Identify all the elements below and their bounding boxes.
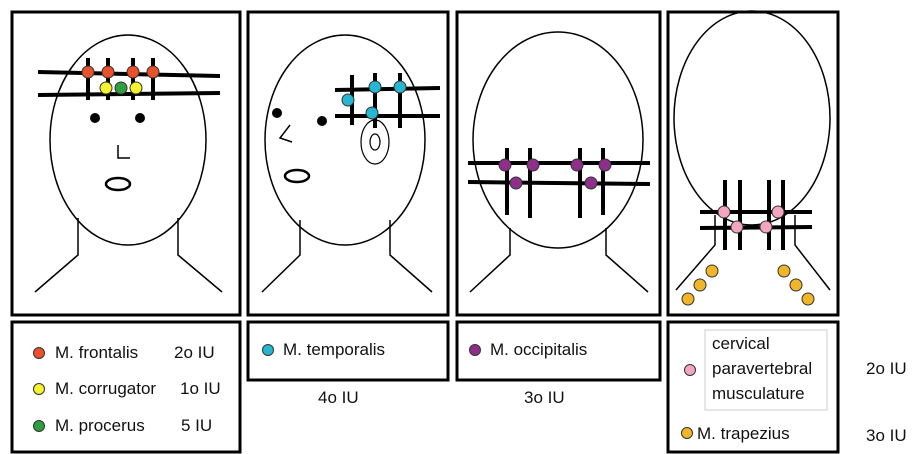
trapezius-site-dot — [778, 265, 790, 277]
head-outline — [674, 11, 830, 225]
temporalis-legend-dot — [262, 344, 274, 356]
occipitalis-legend-dot — [469, 344, 481, 356]
corrugator-dose: 1o IU — [180, 379, 221, 399]
occipitalis-site-dot — [499, 159, 511, 171]
neck-right — [178, 218, 222, 292]
cervical-site-dot — [772, 206, 784, 218]
trapezius-legend-dot — [681, 427, 693, 439]
injection-line — [700, 227, 812, 228]
panel-back-head — [457, 12, 660, 315]
cervical-dose: 2o IU — [866, 359, 907, 379]
occipitalis-site-dot — [510, 177, 522, 189]
neck-left — [262, 220, 300, 292]
frontalis-site-dot — [102, 66, 114, 78]
panel-frame — [12, 12, 240, 315]
eye-left — [90, 113, 100, 123]
procerus-label: M. procerus — [55, 416, 145, 436]
occipitalis-site-dot — [527, 159, 539, 171]
occipitalis-dose: 3o IU — [524, 388, 565, 408]
cervical-label-line1: cervical — [712, 334, 770, 354]
occipitalis-site-dot — [571, 159, 583, 171]
corrugator-label: M. corrugator — [55, 379, 156, 399]
frontalis-site-dot — [127, 66, 139, 78]
injection-line — [38, 93, 220, 95]
occipitalis-site-dot — [599, 159, 611, 171]
corrugator-site-dot — [100, 82, 112, 94]
temporalis-site-dot — [394, 81, 406, 93]
head-outline — [473, 32, 643, 248]
temporalis-site-dot — [342, 94, 354, 106]
trapezius-site-dot — [694, 279, 706, 291]
frontalis-site-dot — [82, 66, 94, 78]
neck-right — [606, 228, 648, 292]
head-outline — [50, 35, 206, 245]
cervical-site-dot — [731, 221, 743, 233]
frontalis-site-dot — [147, 66, 159, 78]
panel-back-neck — [668, 11, 838, 315]
eye — [317, 116, 327, 126]
trapezius-label: M. trapezius — [697, 424, 790, 444]
panel-side-face — [248, 12, 448, 315]
cervical-legend-dot — [684, 364, 696, 376]
trapezius-site-dot — [706, 265, 718, 277]
corrugator-legend-dot — [33, 383, 45, 395]
neck-left — [470, 228, 510, 292]
frontalis-legend-dot — [33, 347, 45, 359]
frontalis-label: M. frontalis — [55, 343, 138, 363]
head-outline — [265, 35, 425, 245]
eye-right — [135, 113, 145, 123]
cervical-site-dot — [718, 206, 730, 218]
frontalis-dose: 2o IU — [174, 343, 215, 363]
nose — [280, 125, 292, 142]
trapezius-site-dot — [790, 279, 802, 291]
panel-front-face — [12, 12, 240, 315]
procerus-site-dot — [115, 82, 127, 94]
corrugator-site-dot — [130, 82, 142, 94]
panel-frame — [248, 12, 448, 315]
neck-left — [35, 218, 78, 292]
temporalis-site-dot — [369, 81, 381, 93]
cervical-label-line3: musculature — [712, 384, 805, 404]
cervical-site-dot — [760, 221, 772, 233]
injection-line — [468, 182, 650, 184]
mouth — [285, 170, 309, 182]
temporalis-label: M. temporalis — [283, 340, 385, 360]
ear-inner — [370, 134, 380, 150]
mouth — [106, 178, 130, 190]
temporalis-dose: 4o IU — [318, 388, 359, 408]
nose — [118, 145, 130, 158]
cervical-label-line2: paravertebral — [712, 359, 812, 379]
neck-right — [390, 220, 432, 292]
occipitalis-label: M. occipitalis — [490, 340, 587, 360]
eye — [272, 108, 282, 118]
trapezius-dose: 3o IU — [866, 426, 907, 446]
procerus-dose: 5 IU — [181, 416, 212, 436]
occipitalis-site-dot — [585, 177, 597, 189]
temporalis-site-dot — [366, 107, 378, 119]
trapezius-site-dot — [802, 293, 814, 305]
trapezius-site-dot — [682, 293, 694, 305]
procerus-legend-dot — [33, 420, 45, 432]
